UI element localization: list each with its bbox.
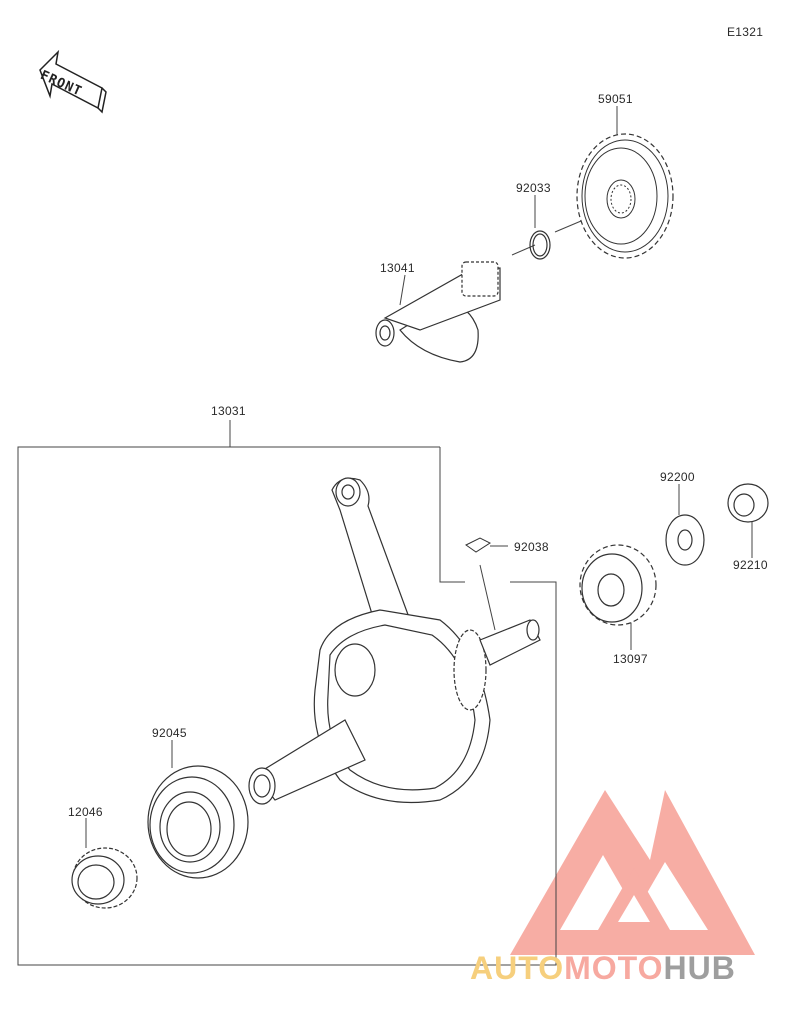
watermark-hub: HUB — [663, 950, 736, 986]
diagram-code: E1321 — [727, 25, 764, 39]
part-label-92038[interactable]: 92038 — [514, 540, 549, 554]
part-label-59051[interactable]: 59051 — [598, 92, 633, 106]
watermark-moto: MOTO — [564, 950, 664, 986]
part-label-12046[interactable]: 12046 — [68, 805, 103, 819]
part-label-13031[interactable]: 13031 — [211, 404, 246, 418]
gear-59051 — [576, 133, 674, 259]
crankshaft-13031 — [248, 477, 541, 805]
watermark-logo — [510, 790, 755, 955]
nut-92210 — [727, 483, 769, 523]
circlip-92033 — [529, 230, 551, 260]
part-label-92210[interactable]: 92210 — [733, 558, 768, 572]
part-label-92045[interactable]: 92045 — [152, 726, 187, 740]
watermark-auto: AUTO — [470, 950, 565, 986]
gear-13097 — [579, 544, 657, 626]
bearing-92045 — [147, 765, 249, 879]
gear-12046 — [71, 847, 138, 909]
front-arrow-icon — [39, 49, 107, 114]
part-label-13097[interactable]: 13097 — [613, 652, 648, 666]
watermark-brand: AUTOMOTOHUB — [470, 950, 736, 987]
part-label-92200[interactable]: 92200 — [660, 470, 695, 484]
balancer-shaft-13041 — [375, 261, 501, 363]
assembly-box — [17, 420, 557, 966]
washer-92200 — [665, 514, 705, 566]
key-92038 — [465, 537, 492, 553]
part-label-13041[interactable]: 13041 — [380, 261, 415, 275]
part-label-92033[interactable]: 92033 — [516, 181, 551, 195]
